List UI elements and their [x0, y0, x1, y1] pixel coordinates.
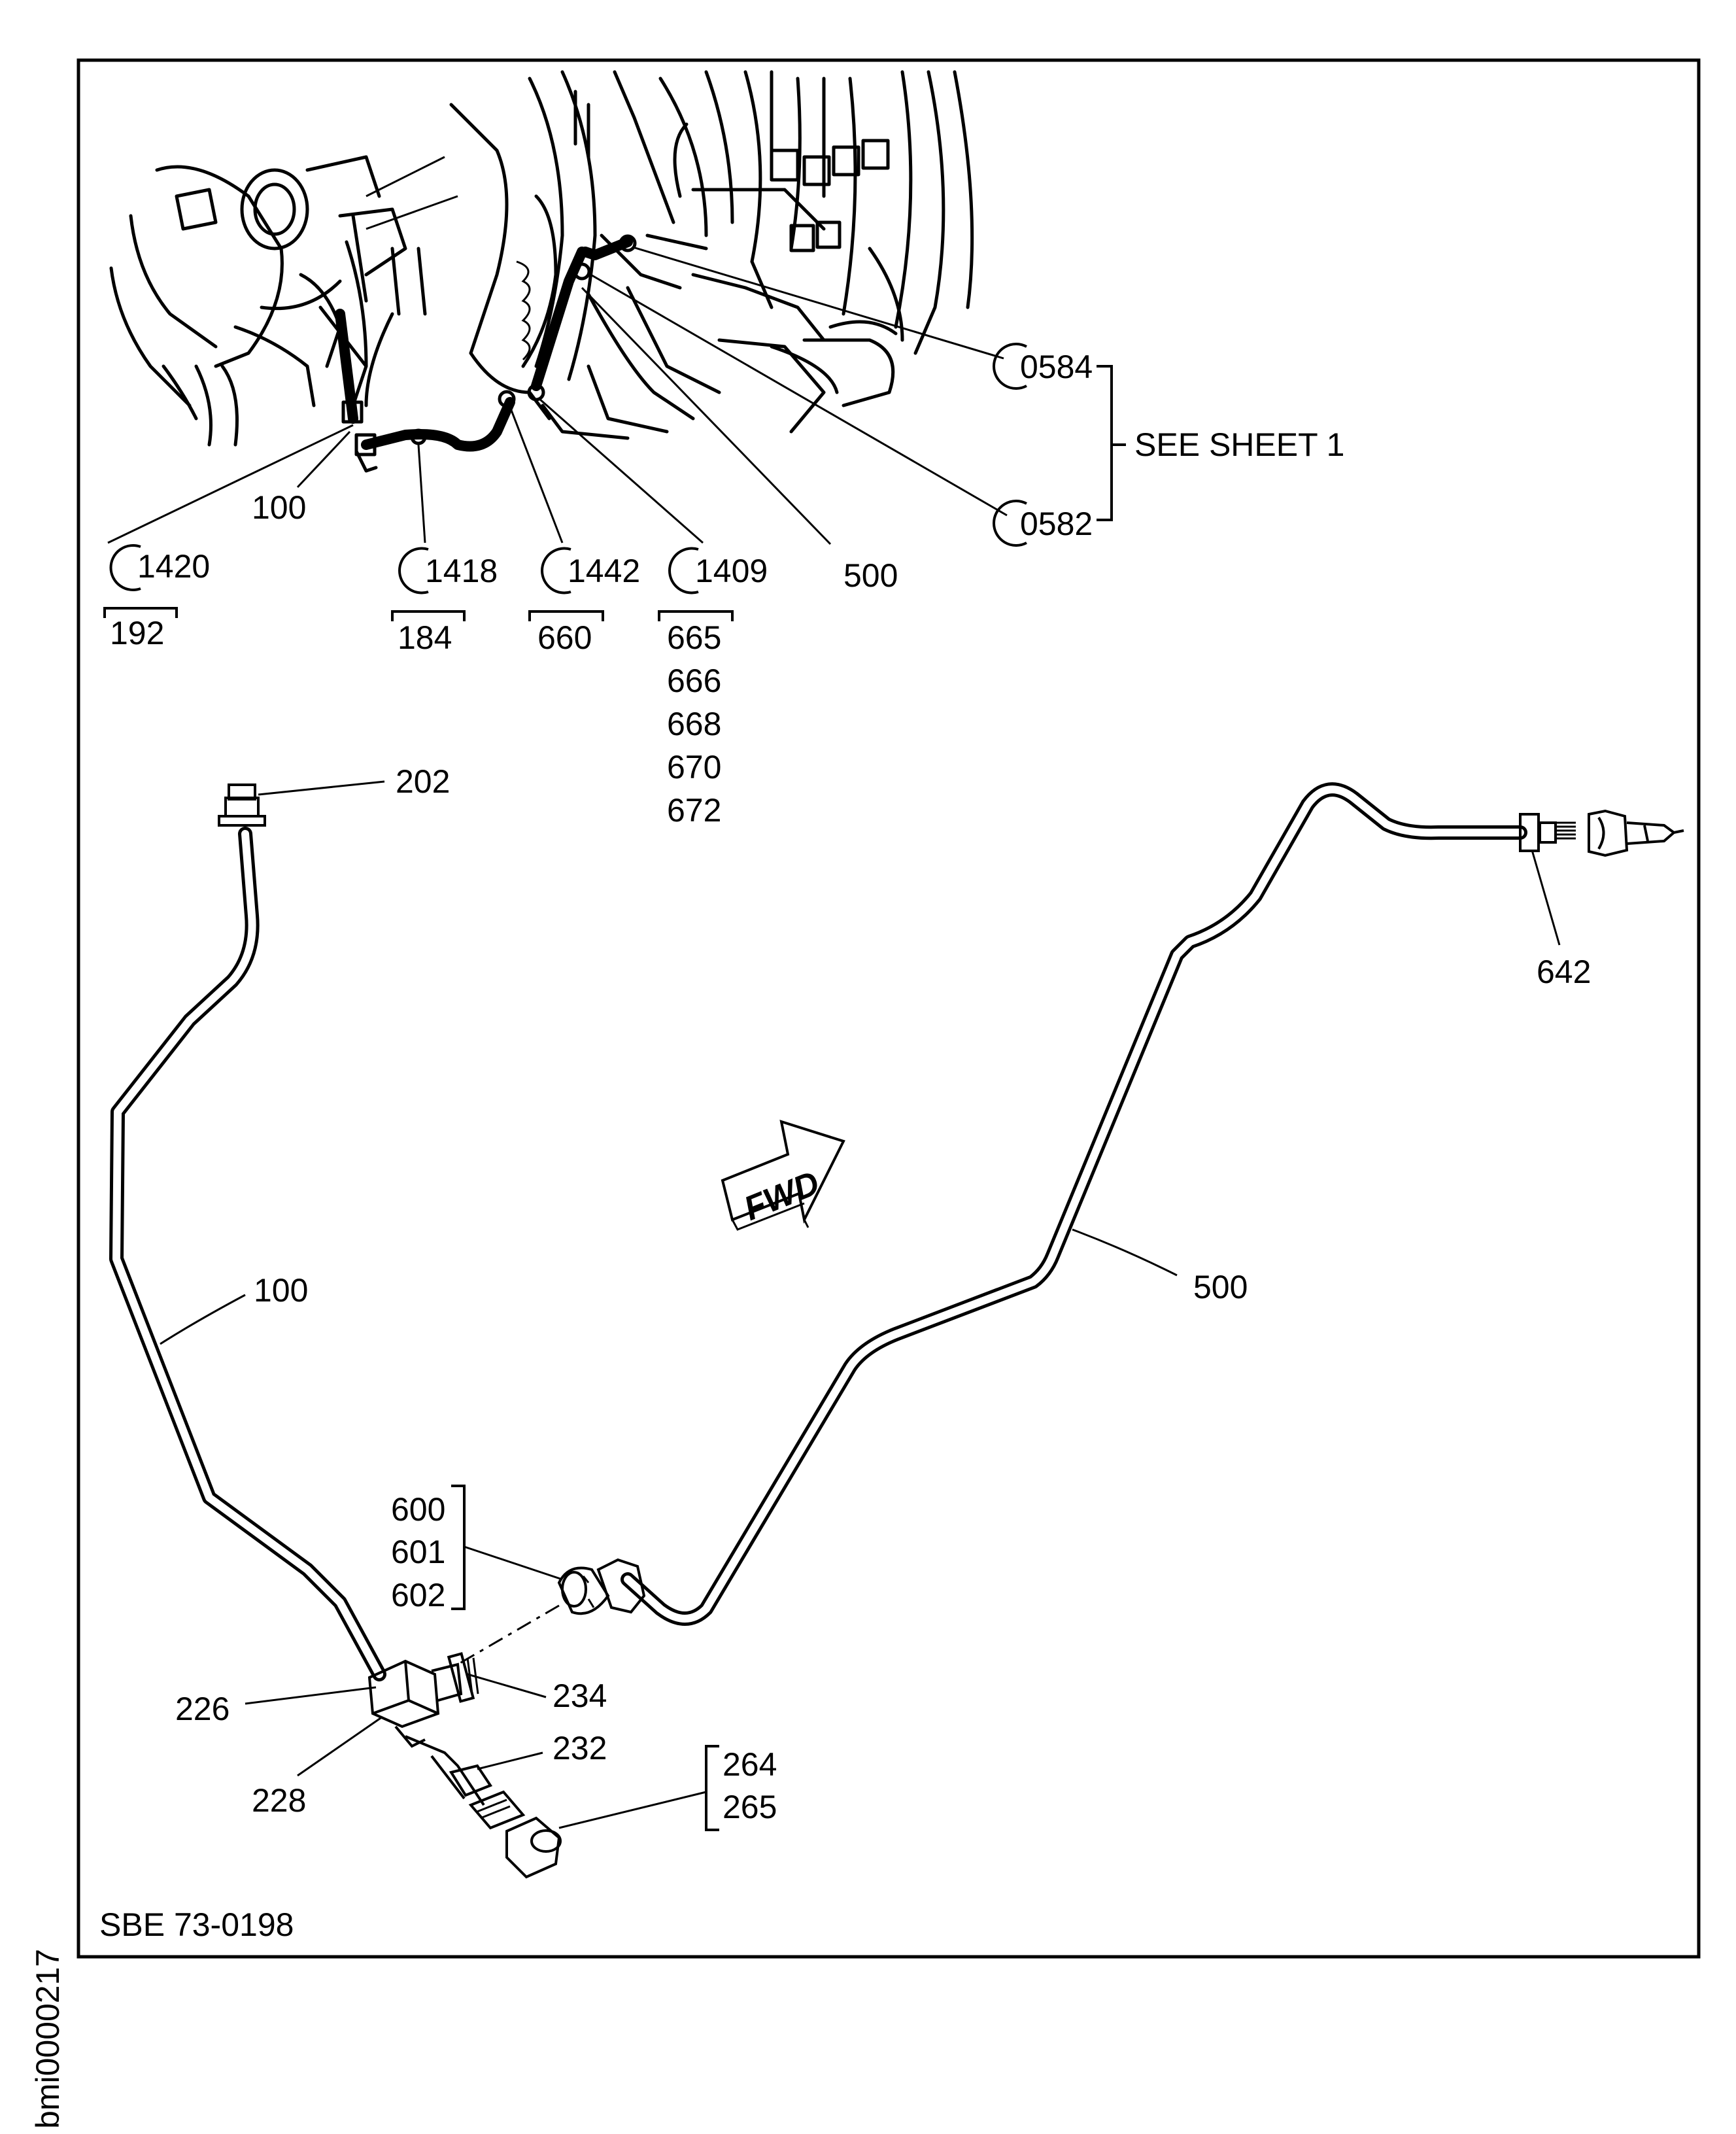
svg-text:670: 670	[667, 749, 721, 785]
callout-0582: 0582	[993, 500, 1093, 547]
hose-vertical	[531, 247, 587, 391]
top-label-500: 500	[843, 557, 898, 594]
callout-0584: 0584	[993, 343, 1093, 390]
svg-text:234: 234	[553, 1678, 607, 1714]
callout-1418: 1418 184	[391, 547, 498, 656]
svg-text:602: 602	[391, 1577, 445, 1613]
fwd-label: FWD	[739, 1164, 825, 1228]
see-sheet-label: SEE SHEET 1	[1134, 426, 1344, 463]
hose-bottom-left	[361, 397, 515, 452]
fitting-600-602: 600 601 602	[391, 1485, 646, 1666]
svg-text:500: 500	[1193, 1269, 1248, 1305]
callout-1420: 1420 192	[103, 544, 210, 651]
svg-text:1420: 1420	[137, 548, 210, 585]
svg-text:232: 232	[553, 1730, 607, 1766]
svg-text:666: 666	[667, 663, 721, 699]
tube-100	[109, 827, 386, 1681]
svg-text:642: 642	[1537, 954, 1591, 990]
reference-label: SBE 73-0198	[99, 1906, 294, 1943]
svg-text:600: 600	[391, 1491, 445, 1528]
svg-text:192: 192	[110, 615, 164, 651]
svg-text:202: 202	[396, 763, 450, 800]
svg-text:601: 601	[391, 1534, 445, 1570]
svg-text:100: 100	[254, 1272, 308, 1309]
svg-text:264: 264	[723, 1746, 777, 1783]
svg-text:228: 228	[252, 1782, 306, 1819]
svg-text:0584: 0584	[1020, 349, 1093, 385]
svg-text:1442: 1442	[568, 553, 640, 589]
callout-1442: 1442 660	[528, 547, 640, 656]
svg-text:1409: 1409	[695, 553, 768, 589]
top-leaders	[107, 246, 1008, 545]
svg-text:665: 665	[667, 619, 721, 656]
svg-text:184: 184	[398, 619, 452, 656]
svg-text:265: 265	[723, 1789, 777, 1825]
document-id: bmi0000217	[29, 1949, 66, 2129]
svg-text:660: 660	[537, 619, 592, 656]
forward-arrow: FWD	[721, 1120, 845, 1231]
svg-text:226: 226	[175, 1691, 230, 1727]
label-100: 100	[160, 1272, 308, 1345]
hose-top	[580, 237, 633, 260]
top-label-100: 100	[252, 489, 306, 526]
svg-text:668: 668	[667, 706, 721, 742]
fitting-202: 202	[218, 763, 450, 827]
svg-text:672: 672	[667, 792, 721, 829]
diagram-frame	[77, 58, 1701, 1959]
label-500: 500	[1072, 1228, 1248, 1305]
tee-fitting-assembly: 226 234 228 232 264 265	[175, 1652, 777, 1879]
engine-illustration	[109, 70, 974, 473]
tube-500	[621, 782, 1527, 1626]
svg-text:0582: 0582	[1020, 506, 1093, 542]
fitting-642: 642	[1519, 809, 1684, 990]
see-sheet-bracket: SEE SHEET 1	[1097, 365, 1344, 521]
callout-1409: 1409 665 666 668 670 672	[658, 547, 768, 829]
svg-text:1418: 1418	[425, 553, 498, 589]
